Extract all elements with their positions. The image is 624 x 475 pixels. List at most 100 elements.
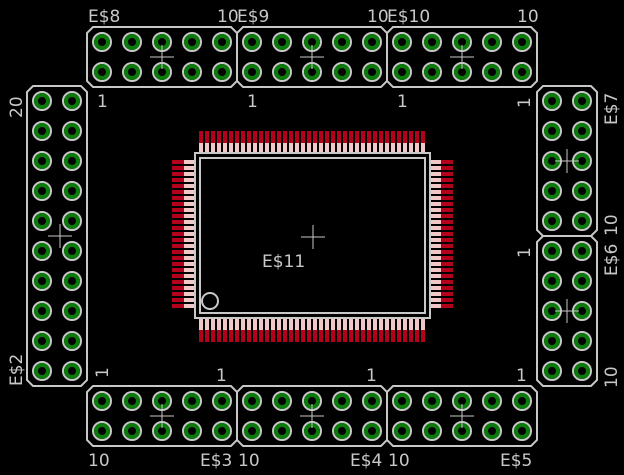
chip-pin-bottom — [205, 318, 209, 340]
header-e4-pin10-label: 10 — [388, 451, 410, 471]
pad — [574, 273, 590, 289]
header-e4 — [236, 385, 388, 447]
header-e9-pin10-label: 10 — [367, 7, 389, 27]
chip-pin-bottom — [301, 318, 305, 340]
pad — [64, 333, 80, 349]
pad — [274, 393, 290, 409]
pad-silk-ring — [392, 32, 412, 52]
chip-pin1-marker — [201, 292, 219, 310]
chip-pin-bottom — [403, 318, 407, 340]
header-outline — [86, 26, 238, 88]
chip-pin-bottom-pad — [403, 330, 407, 342]
chip-pin-top-pad — [301, 131, 305, 143]
chip-pin-right-pad — [441, 298, 453, 302]
chip-pin-bottom — [229, 318, 233, 340]
header-e8 — [86, 26, 238, 88]
chip-pin-bottom — [325, 318, 329, 340]
chip-pin-left-pad — [172, 274, 184, 278]
pad-silk-ring — [332, 62, 352, 82]
chip-pin-top-pad — [283, 131, 287, 143]
chip-pin-top-pad — [385, 131, 389, 143]
chip-pin-right-pad — [441, 292, 453, 296]
pad-silk-ring — [32, 331, 52, 351]
chip-pin-bottom — [361, 318, 365, 340]
pad — [214, 34, 230, 50]
header-outline — [26, 85, 88, 387]
chip-pin-bottom-pad — [277, 330, 281, 342]
chip-pin-top-pad — [277, 131, 281, 143]
chip-pin-bottom — [397, 318, 401, 340]
chip-origin-cross — [301, 225, 325, 249]
chip-pin-top-pad — [421, 131, 425, 143]
header-e2-pin1-label: 1 — [93, 367, 113, 378]
pad-silk-ring — [572, 361, 592, 381]
chip-pin-left-pad — [172, 298, 184, 302]
pad-silk-ring — [332, 421, 352, 441]
chip-pin-left-pad — [172, 172, 184, 176]
chip-pin-bottom-pad — [361, 330, 365, 342]
chip-pin-bottom-pad — [289, 330, 293, 342]
pad-silk-ring — [32, 121, 52, 141]
pad — [364, 64, 380, 80]
pad — [64, 183, 80, 199]
chip-pin-top-pad — [379, 131, 383, 143]
chip-pin-top-pad — [253, 131, 257, 143]
pad-silk-ring — [212, 391, 232, 411]
pad-silk-ring — [572, 271, 592, 291]
chip-pin-left-pad — [172, 184, 184, 188]
chip-pin-bottom — [385, 318, 389, 340]
header-e4-name: E$4 — [350, 451, 382, 471]
chip-pin-right-pad — [441, 172, 453, 176]
pad — [574, 213, 590, 229]
header-e8-pin10-label: 10 — [217, 7, 239, 27]
pad — [34, 123, 50, 139]
qfp-chip: E$11 — [172, 131, 453, 342]
pad-silk-ring — [512, 391, 532, 411]
chip-pin-right-pad — [441, 238, 453, 242]
chip-pin-bottom-pad — [265, 330, 269, 342]
chip-pin-bottom — [421, 318, 425, 340]
pad-silk-ring — [422, 62, 442, 82]
chip-pin-bottom — [415, 318, 419, 340]
pad-silk-ring — [212, 32, 232, 52]
pad-silk-ring — [62, 91, 82, 111]
pad — [64, 123, 80, 139]
header-e2-name: E$2 — [7, 354, 27, 386]
chip-pin-top-pad — [373, 131, 377, 143]
pad — [514, 34, 530, 50]
pad-silk-ring — [242, 391, 262, 411]
chip-pin-bottom-pad — [307, 330, 311, 342]
chip-pin-bottom-pad — [421, 330, 425, 342]
pad-silk-ring — [572, 121, 592, 141]
pad-silk-ring — [32, 151, 52, 171]
chip-pin-bottom — [253, 318, 257, 340]
pad — [484, 34, 500, 50]
chip-pin-bottom-pad — [259, 330, 263, 342]
pad-silk-ring — [32, 301, 52, 321]
chip-pin-top-pad — [409, 131, 413, 143]
chip-pin-bottom — [349, 318, 353, 340]
header-e10 — [386, 26, 538, 88]
pad-silk-ring — [572, 331, 592, 351]
pad-silk-ring — [542, 331, 562, 351]
pad-silk-ring — [92, 62, 112, 82]
chip-pin-top-pad — [217, 131, 221, 143]
pad-silk-ring — [332, 391, 352, 411]
pad — [214, 423, 230, 439]
chip-pin-left-pad — [172, 208, 184, 212]
chip-pin-right-pad — [441, 232, 453, 236]
pad — [544, 213, 560, 229]
pad-silk-ring — [272, 391, 292, 411]
pad-silk-ring — [272, 62, 292, 82]
pad-silk-ring — [332, 32, 352, 52]
chip-pin-right-pad — [441, 256, 453, 260]
chip-pin-bottom-pad — [199, 330, 203, 342]
chip-pin-left-pad — [172, 226, 184, 230]
header-e5-name: E$5 — [500, 451, 532, 471]
header-e2 — [26, 85, 88, 387]
header-e7-pin1-label: 1 — [515, 97, 535, 108]
chip-pin-bottom-pad — [367, 330, 371, 342]
chip-pin-left-pad — [172, 178, 184, 182]
chip-pin-bottom-pad — [415, 330, 419, 342]
chip-pin-top-pad — [343, 131, 347, 143]
